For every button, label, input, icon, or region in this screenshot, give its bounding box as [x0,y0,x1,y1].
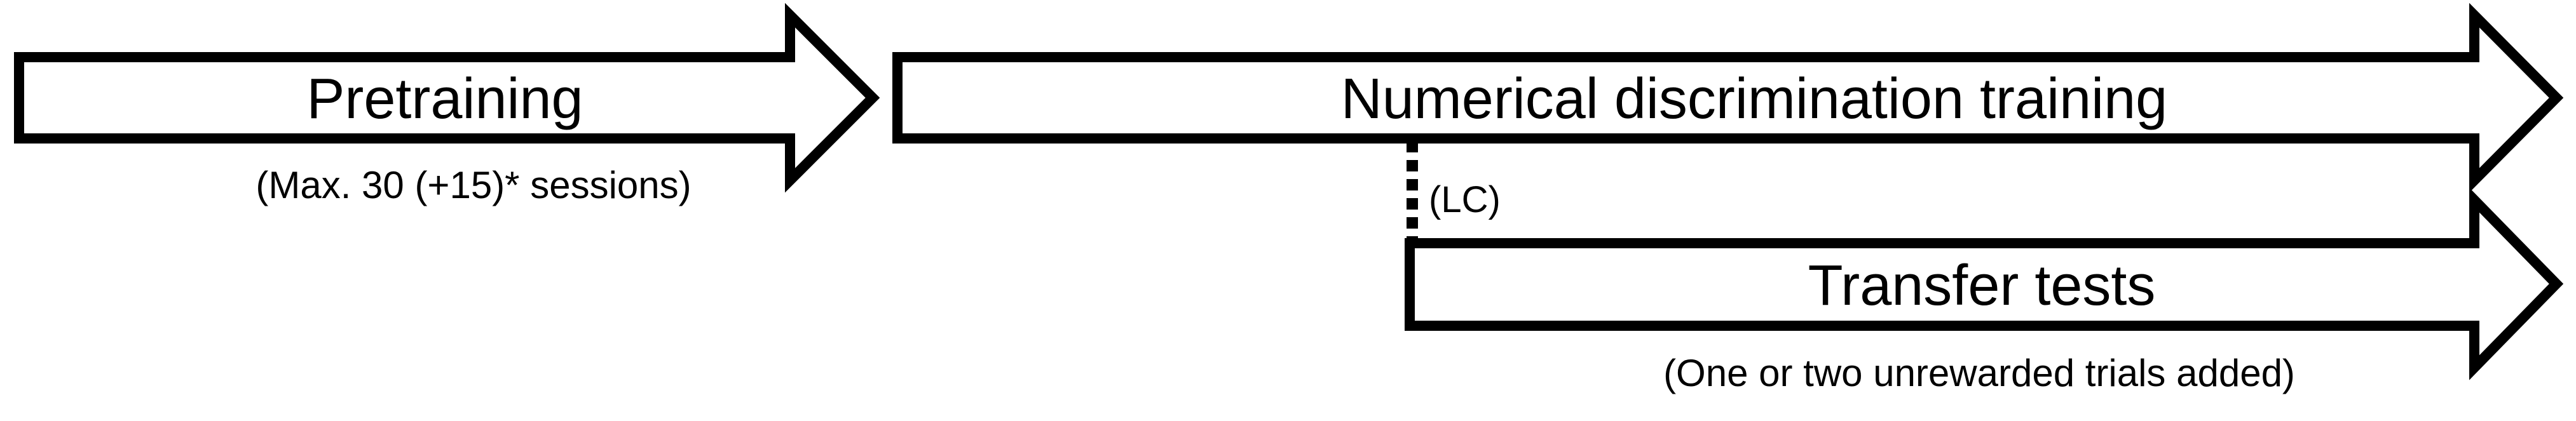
numerical-discrimination-training-arrow-label: Numerical discrimination training [1341,67,2167,131]
numerical-discrimination-training-arrow [892,3,2564,193]
transfer-tests-arrow-label: Transfer tests [1808,254,2156,317]
transfer-tests-subtitle: (One or two unrewarded trials added) [1663,352,2295,394]
learning-criterion-label: (LC) [1429,179,1501,220]
pretraining-arrow-label: Pretraining [306,67,583,131]
transfer-tests-arrow [1405,187,2564,380]
pretraining-arrow [14,3,880,193]
pretraining-subtitle: (Max. 30 (+15)* sessions) [256,164,691,206]
